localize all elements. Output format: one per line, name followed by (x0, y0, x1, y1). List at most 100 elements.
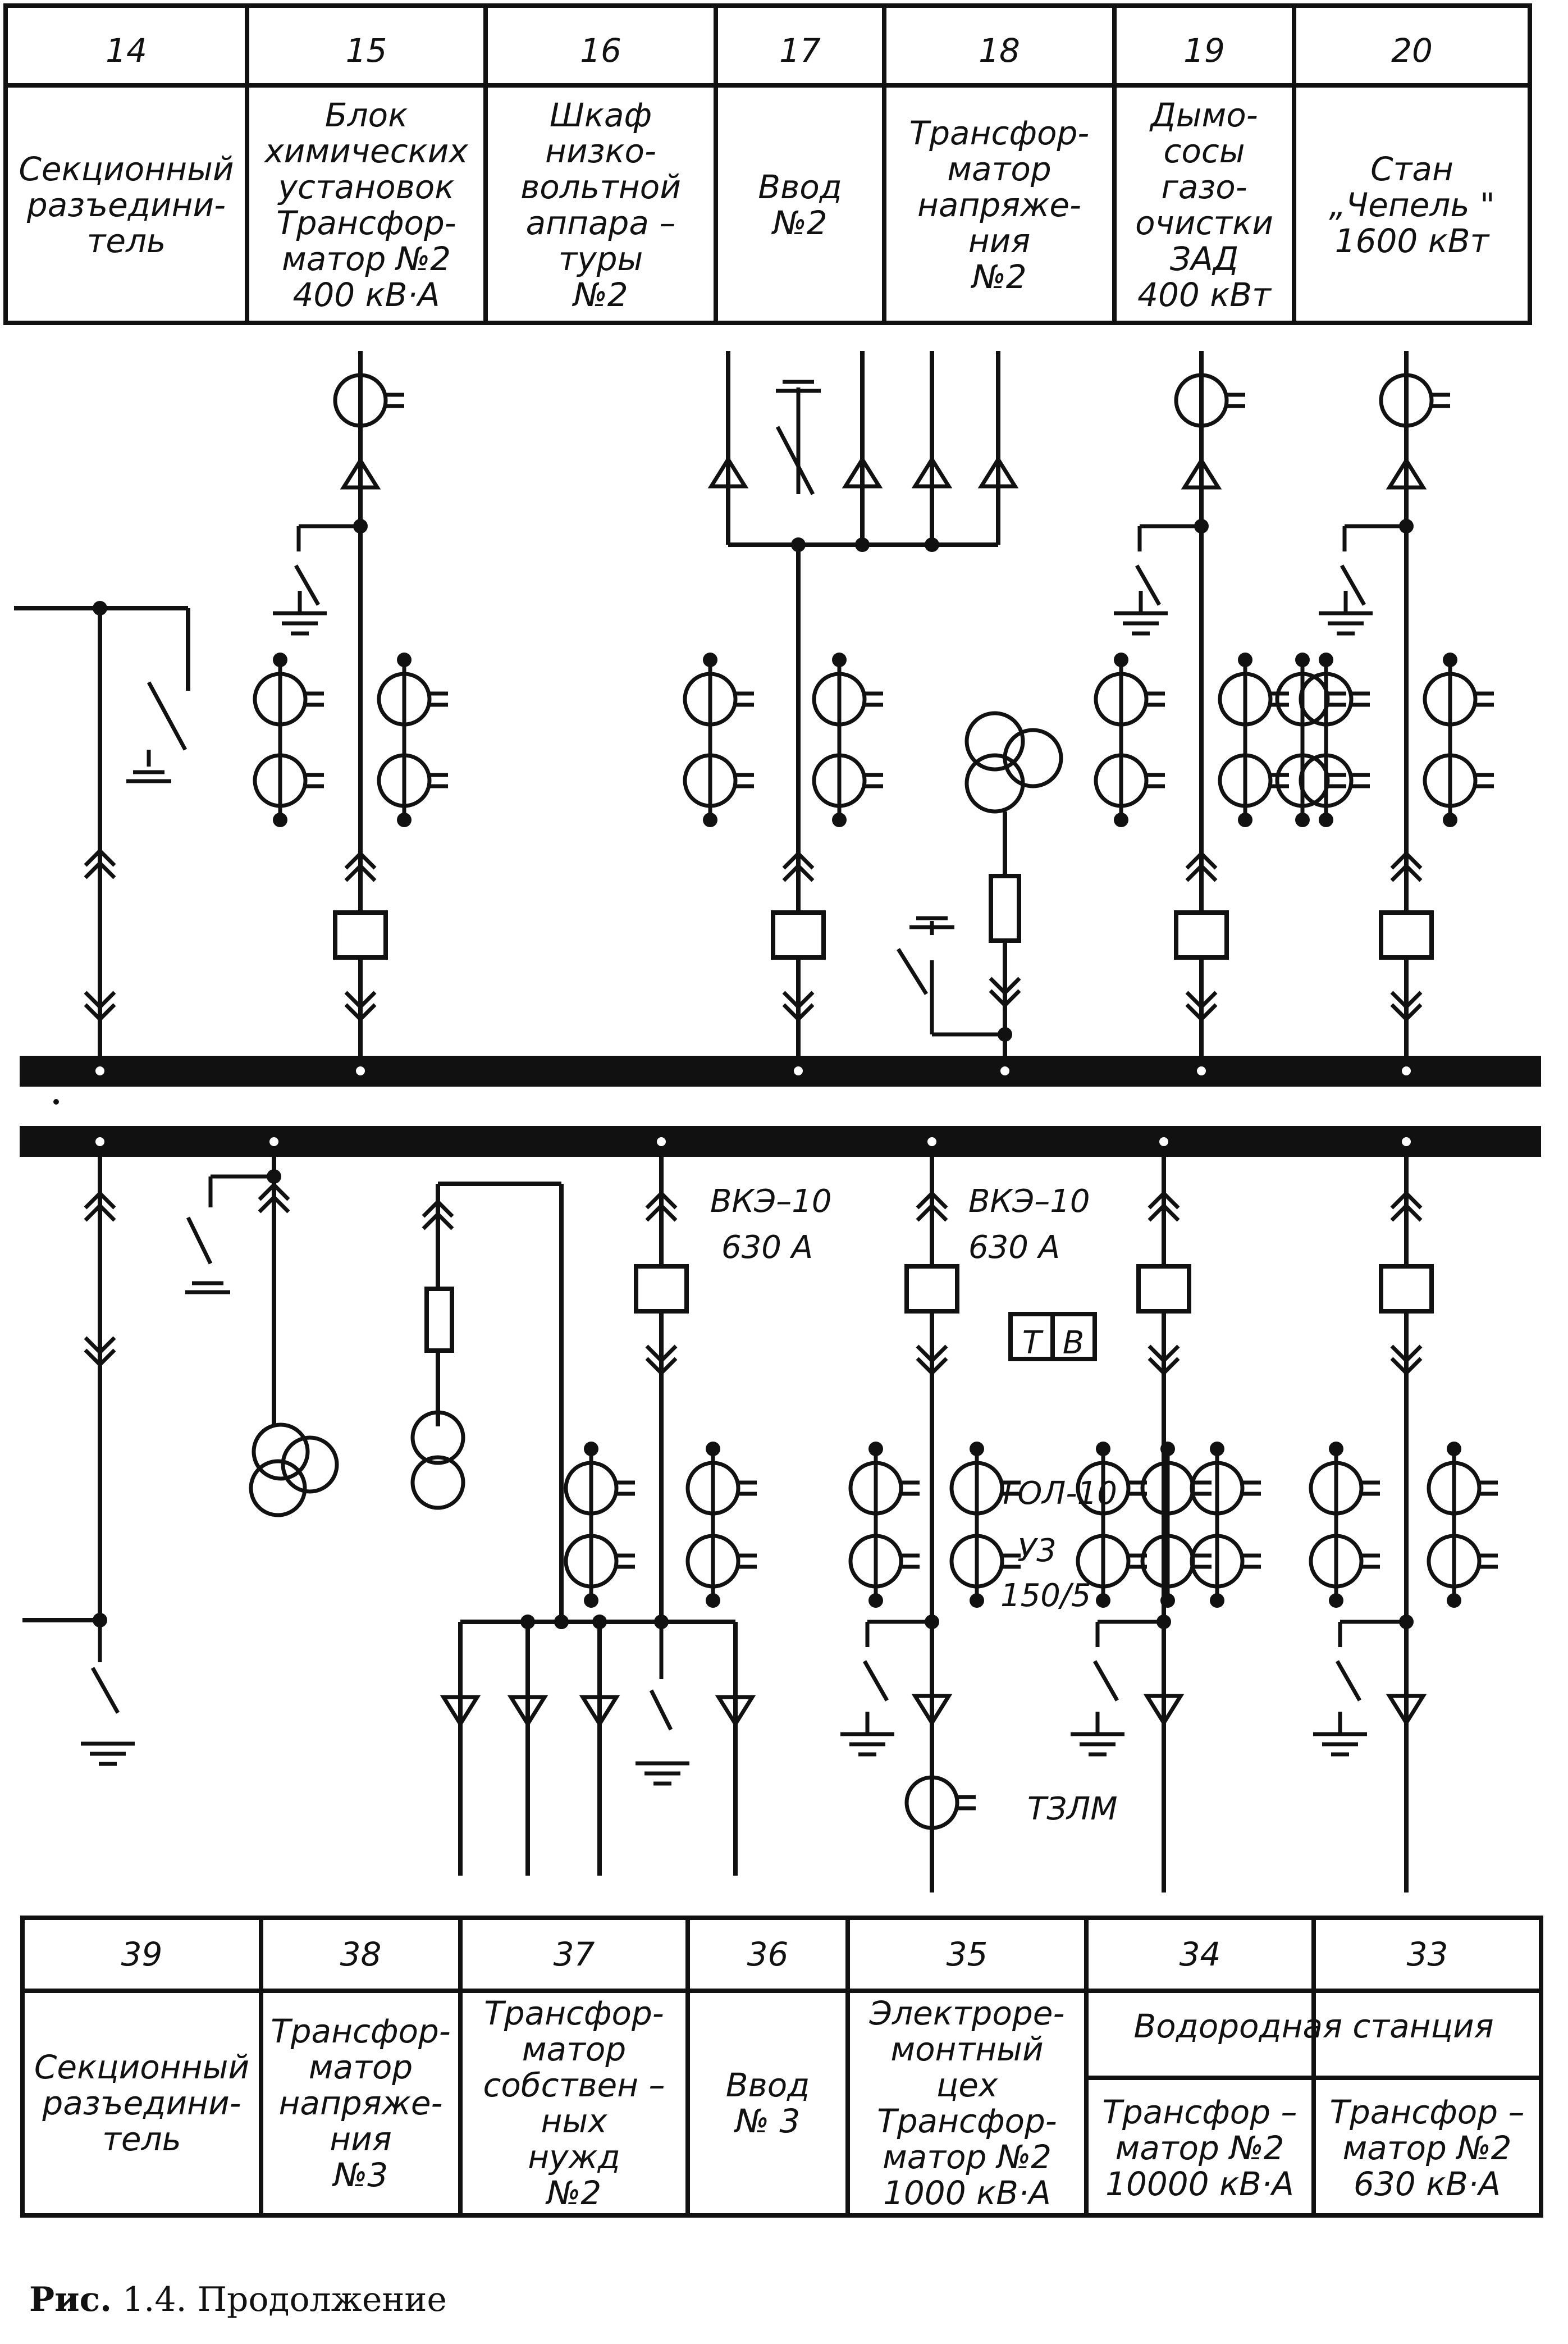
disconnect-contact-up (1390, 1203, 1423, 1222)
ct-ratio-label: 150/5 (1000, 1577, 1091, 1614)
current-transformer-icon (1275, 753, 1330, 808)
top-table-cell-15-line: установок (277, 168, 455, 206)
top-table-cell-18-line: напряже- (917, 186, 1081, 224)
current-transformer-icon (1190, 1534, 1245, 1589)
disconnector-blade (897, 948, 928, 995)
disconnect-contact-up (645, 1203, 678, 1222)
bottom-table-number-33: 33 (1407, 1935, 1448, 1973)
current-transformer-icon (1218, 672, 1273, 727)
bottom-table-number-35: 35 (947, 1935, 988, 1973)
bus-tap-point (1000, 1066, 1009, 1075)
bottom-table-cell-37-line: матор (522, 2030, 626, 2068)
current-transformer-icon (1275, 672, 1330, 727)
bottom-table-number-38: 38 (340, 1935, 382, 1973)
bottom-table-number-39: 39 (121, 1935, 163, 1973)
disconnect-contact-up (344, 863, 377, 882)
top-table-number-15: 15 (346, 31, 387, 70)
junction-dot (1238, 813, 1252, 827)
figure-caption-text: 1.4. Продолжение (122, 2280, 447, 2319)
junction-dot (970, 1442, 984, 1456)
top-table-cell-20: Стан„Чепель "1600 кВт (1329, 150, 1494, 260)
disconnect-contact-up (1148, 1203, 1180, 1222)
current-transformer-icon (683, 672, 738, 727)
junction-dot (1329, 1442, 1343, 1456)
top-table-cell-19-line: Дымо- (1149, 96, 1258, 134)
disconnect-contact-down (84, 1003, 116, 1022)
voltage-transformer-icon (964, 753, 1025, 814)
current-transformer-icon (812, 672, 867, 727)
junction-dot (273, 813, 287, 827)
bottom-table-number-37: 37 (554, 1935, 595, 1973)
diagram-structure: 14Секционныйразъедини-тель15Блокхимическ… (3, 3, 1543, 2218)
top-table-cell-17-line: №2 (771, 204, 827, 242)
circuit-breaker-box (771, 910, 826, 960)
disconnector-blade (775, 426, 815, 495)
bottom-table-cell-35-line: Трансфор- (877, 2102, 1057, 2140)
disconnect-contact-up (1185, 851, 1218, 870)
junction-dot (832, 653, 847, 667)
junction-dot (1319, 813, 1333, 827)
current-transformer-icon (949, 1461, 1004, 1516)
zero-sequence-ct-label: ТЗЛМ (1027, 1791, 1118, 1827)
junction-dot (1447, 1593, 1461, 1608)
current-transformer-icon (377, 672, 432, 727)
current-transformer-icon (253, 753, 308, 808)
bottom-table-cell-35-line: матор №2 (883, 2138, 1052, 2176)
disconnect-contact-up (422, 1211, 454, 1230)
relay-t-label: Т (1022, 1325, 1044, 1361)
disconnect-contact-down (989, 977, 1021, 996)
junction-dot (1160, 1593, 1175, 1608)
circuit-breaker-box (333, 910, 388, 960)
top-table-cell-18-line: матор (947, 150, 1051, 188)
junction-dot (868, 1442, 883, 1456)
cable-termination-icon (911, 455, 953, 489)
current-transformer-icon (1309, 1461, 1364, 1516)
disconnector-blade (649, 1689, 673, 1731)
cable-termination-icon (440, 1695, 481, 1728)
junction-dot (1238, 653, 1252, 667)
top-table-cell-17-line: Ввод (758, 168, 842, 206)
figure-caption-prefix: Рис. (29, 2280, 112, 2319)
circuit-breaker-box (1379, 910, 1434, 960)
current-transformer-icon (1423, 753, 1478, 808)
junction-dot (1443, 653, 1457, 667)
ct-climate-label: У3 (1017, 1533, 1057, 1569)
disconnect-contact-up (258, 1182, 290, 1201)
breaker-type-label-35: ВКЭ–10 (968, 1183, 1090, 1220)
junction-dot (584, 1593, 598, 1608)
top-table-cell-14-line: Секционный (19, 150, 234, 188)
bottom-table-cell-37-line: ных (541, 2102, 607, 2140)
top-table-cell-15-line: матор №2 (282, 240, 451, 278)
disconnect-contact-up (1390, 851, 1423, 870)
top-table-cell-16-line: низко- (545, 132, 656, 170)
cable-termination-icon (507, 1695, 548, 1728)
fuse-icon (424, 1287, 454, 1353)
junction-dot (1210, 1442, 1224, 1456)
disconnect-contact-up (916, 1203, 948, 1222)
disconnect-contact-down (782, 1003, 815, 1022)
bottom-table-cell-35-line: Электроре- (869, 1994, 1065, 2032)
disconnect-contact-up (84, 1203, 116, 1222)
junction-dot (1160, 1442, 1175, 1456)
breaker-current-label-36: 630 А (721, 1229, 813, 1266)
disconnect-contact-up (84, 1191, 116, 1210)
earthing-switch-blade (1335, 1660, 1362, 1702)
circuit-breaker-box (904, 1264, 959, 1314)
bottom-table-cell-37-line: собствен – (483, 2066, 665, 2104)
earthing-switch-blade (294, 564, 321, 606)
disconnector-blade (186, 1216, 213, 1265)
bus-tap-point (927, 1137, 936, 1146)
top-table-cell-16-line: туры (559, 240, 643, 278)
junction-dot (273, 653, 287, 667)
top-table-number-17: 17 (779, 31, 821, 70)
relay-box-v (1050, 1312, 1097, 1361)
auxiliary-transformer-icon (410, 1455, 465, 1510)
bottom-table-cell-38-line: матор (309, 2048, 413, 2086)
bottom-table-cell-36-line: № 3 (734, 2102, 801, 2140)
disconnect-contact-up (782, 851, 815, 870)
disconnect-contact-down (1185, 991, 1218, 1010)
current-transformer-icon (1094, 753, 1149, 808)
